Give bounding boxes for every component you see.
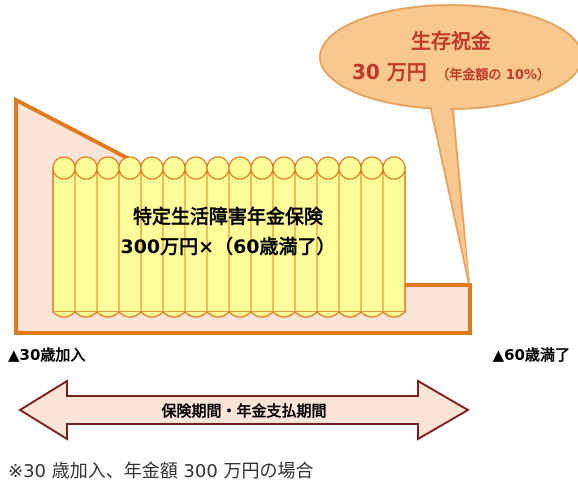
scroll-column-base (316, 311, 340, 318)
scroll-column-base (294, 311, 318, 318)
bubble-note: （年金額の 10%） (436, 67, 550, 83)
scroll-column-top (206, 156, 230, 180)
insurance-name-text: 特定生活障害年金保険 (133, 205, 324, 228)
scroll-column-top (294, 156, 318, 180)
survival-benefit-bubble: 生存祝金 30 万円 （年金額の 10%） (319, 4, 578, 285)
scroll-column-base (382, 311, 406, 318)
scroll-column-top (228, 156, 252, 180)
scroll-column-base (272, 311, 296, 318)
scroll-column-base (206, 311, 230, 318)
scroll-column-base (250, 311, 274, 318)
footnote: ※30 歳加入、年金額 300 万円の場合 (8, 461, 314, 482)
scroll-column-top (52, 156, 76, 180)
insurance-amount-text: 300万円×（60歳満了） (120, 235, 335, 258)
scroll-column-top (360, 156, 384, 180)
period-label: 保険期間・年金支払期間 (160, 402, 326, 420)
scroll-column-top (316, 156, 340, 180)
insurance-scroll: 特定生活障害年金保険 300万円×（60歳満了） (52, 156, 406, 318)
bubble-tail-cover (428, 88, 469, 280)
scroll-column-base (184, 311, 208, 318)
scroll-column-base (360, 311, 384, 318)
scroll-column-base (228, 311, 252, 318)
scroll-column-top (96, 156, 120, 180)
scroll-column-top (382, 156, 406, 180)
scroll-column-top (162, 156, 186, 180)
scroll-column-base (162, 311, 186, 318)
scroll-column-base (52, 311, 76, 318)
double-arrow-shape (18, 379, 470, 441)
scroll-tops (52, 156, 406, 180)
bubble-body (319, 4, 578, 110)
scroll-column-base (338, 311, 362, 318)
scroll-column-base (74, 311, 98, 318)
scroll-column-top (118, 156, 142, 180)
scroll-column-base (118, 311, 142, 318)
scroll-column-base (96, 311, 120, 318)
scroll-column-top (338, 156, 362, 180)
scroll-column-top (250, 156, 274, 180)
scroll-column-top (74, 156, 98, 180)
scroll-column-base (140, 311, 164, 318)
bubble-title: 生存祝金 (411, 29, 492, 53)
scroll-column-top (272, 156, 296, 180)
bubble-amount-line: 30 万円 （年金額の 10%） (352, 60, 550, 84)
start-marker: ▲30歳加入 (8, 346, 85, 364)
period-arrow: 保険期間・年金支払期間 (18, 379, 470, 441)
bubble-amount: 30 万円 (352, 60, 427, 84)
scroll-column-top (184, 156, 208, 180)
end-marker: ▲60歳満了 (493, 346, 570, 364)
scroll-column-top (140, 156, 164, 180)
